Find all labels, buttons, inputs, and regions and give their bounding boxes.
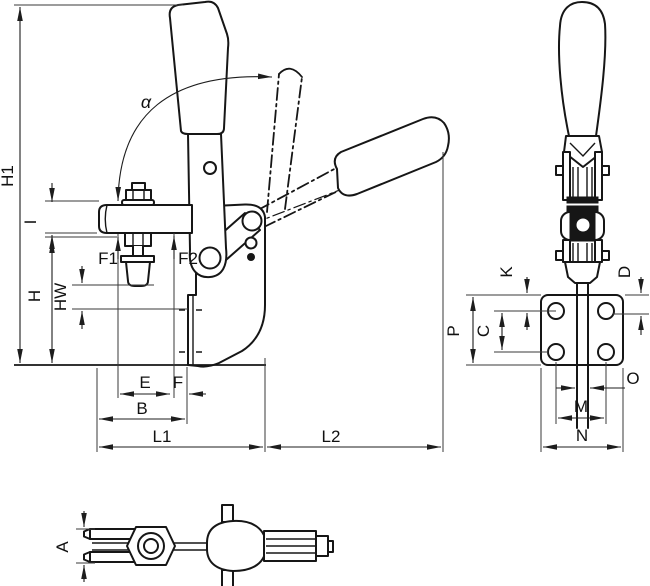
dim-label-k: K bbox=[497, 266, 516, 278]
dim-label-m: M bbox=[574, 397, 588, 416]
dim-label-i: I bbox=[21, 220, 40, 225]
top-view bbox=[83, 504, 334, 586]
front-view bbox=[14, 0, 450, 368]
phantom-handle-steep bbox=[266, 67, 303, 213]
dim-label-hw: HW bbox=[51, 283, 70, 311]
dim-label-l2: L2 bbox=[322, 427, 341, 446]
clamping-arm bbox=[98, 204, 193, 234]
flange-nut-top bbox=[126, 526, 176, 566]
dim-label-l1: L1 bbox=[153, 427, 172, 446]
side-view bbox=[540, 1, 624, 429]
phantom-handle-shallow bbox=[251, 116, 450, 228]
dim-label-p: P bbox=[444, 325, 463, 336]
dim-label-f1: F1 bbox=[98, 249, 118, 268]
dimension-lines bbox=[17, 7, 644, 582]
mounting-hole bbox=[547, 343, 565, 361]
spindle-assembly bbox=[120, 182, 155, 287]
dim-label-f2: F2 bbox=[178, 249, 198, 268]
mounting-hole bbox=[597, 302, 615, 320]
handle-lever bbox=[168, 0, 230, 279]
dim-label-b: B bbox=[136, 399, 147, 418]
mounting-hole bbox=[597, 343, 615, 361]
side-clevis-lower bbox=[555, 239, 610, 263]
clamp-pad bbox=[125, 261, 151, 287]
dim-label-a: A bbox=[53, 541, 72, 553]
handle-grip bbox=[168, 0, 230, 135]
side-pivot-block bbox=[560, 209, 605, 242]
dim-label-e: E bbox=[139, 373, 150, 392]
mounting-plate bbox=[540, 282, 624, 429]
dimension-extension-lines bbox=[14, 4, 649, 564]
dim-label-h1: H1 bbox=[0, 165, 17, 187]
body-top-view bbox=[206, 504, 267, 586]
dim-label-f: F bbox=[173, 373, 183, 392]
dim-label-alpha: α bbox=[141, 92, 152, 112]
rivet-dot bbox=[247, 253, 255, 261]
dim-label-o: O bbox=[626, 369, 639, 388]
dim-label-n: N bbox=[576, 426, 588, 445]
dim-label-d: D bbox=[615, 266, 634, 278]
open-handle-grip bbox=[333, 116, 450, 197]
side-grip bbox=[558, 1, 607, 139]
dimension-labels: H1 I H HW F1 F2 α E F B L1 L2 K D P C M … bbox=[0, 92, 640, 553]
handle-top-view bbox=[263, 530, 334, 562]
dim-label-c: C bbox=[474, 325, 493, 337]
dim-label-h: H bbox=[25, 290, 44, 302]
